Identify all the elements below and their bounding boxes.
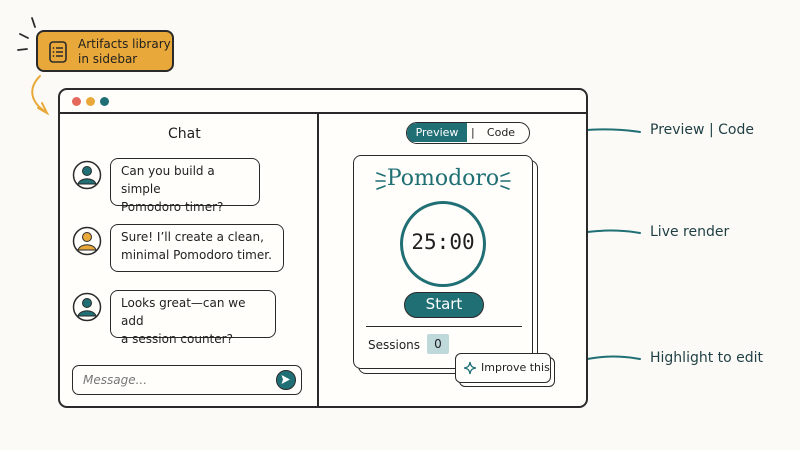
callout-label: Artifacts library in sidebar (78, 37, 171, 67)
emphasis-ticks (17, 17, 36, 51)
window-close-dot[interactable] (72, 97, 81, 106)
improve-label: Improve this (481, 361, 550, 374)
sessions-label: Sessions (368, 338, 421, 352)
send-button[interactable] (276, 370, 296, 390)
timer-ring: 25:00 (400, 201, 486, 287)
annotation-preview-code: Preview | Code (650, 122, 754, 138)
preview-code-toggle: Preview | Code (406, 122, 530, 144)
app-title: Pomodoro (386, 166, 500, 191)
chat-title: Chat (168, 126, 201, 142)
titlebar-divider (60, 112, 586, 114)
sparkle-icon (375, 172, 386, 190)
chat-message-user-2: Looks great—can we add a session counter… (110, 290, 276, 346)
tab-preview[interactable]: Preview (407, 123, 467, 142)
assistant-avatar-icon (72, 226, 102, 256)
chat-message-assistant: Sure! I’ll create a clean, minimal Pomod… (110, 224, 284, 272)
callout-line-1: Artifacts library (78, 37, 171, 51)
sparkle-icon (500, 172, 511, 190)
chat-message-user-1: Can you build a simple Pomodoro timer? (110, 158, 260, 214)
user-avatar-icon (72, 160, 102, 190)
message-text-line: Sure! I’ll create a clean, (121, 230, 264, 244)
message-text-line: Pomodoro timer? (121, 200, 224, 214)
window-minimize-dot[interactable] (86, 97, 95, 106)
start-button[interactable]: Start (404, 292, 484, 318)
sparkle-icon (463, 361, 477, 375)
card-divider (366, 326, 522, 327)
pane-divider (317, 112, 319, 408)
window-maximize-dot[interactable] (100, 97, 109, 106)
tab-code[interactable]: Code (486, 126, 516, 139)
message-input-box (72, 365, 302, 395)
artifacts-library-callout: Artifacts library in sidebar (36, 30, 174, 72)
toggle-separator: | (471, 126, 475, 139)
list-icon (49, 41, 67, 63)
message-text-line: Can you build a simple (121, 164, 215, 196)
callout-line-2: in sidebar (78, 52, 138, 66)
message-text-line: a session counter? (121, 332, 233, 346)
artifact-preview-card: Pomodoro 25:00 Start Sessions 0 (353, 155, 533, 369)
message-input[interactable] (81, 370, 270, 390)
user-avatar-icon (72, 292, 102, 322)
send-icon (281, 375, 290, 384)
timer-display: 25:00 (411, 230, 475, 254)
sessions-count-highlight[interactable]: 0 (427, 334, 449, 354)
message-text-line: minimal Pomodoro timer. (121, 248, 272, 262)
annotation-highlight-edit: Highlight to edit (650, 350, 764, 366)
message-text-line: Looks great—can we add (121, 296, 246, 328)
annotation-live-render: Live render (650, 224, 730, 240)
app-window: Chat Can you build a simple Pomodoro tim… (58, 88, 588, 408)
sidebar-arrow-icon (31, 75, 50, 116)
improve-this-button[interactable]: Improve this (455, 353, 551, 383)
